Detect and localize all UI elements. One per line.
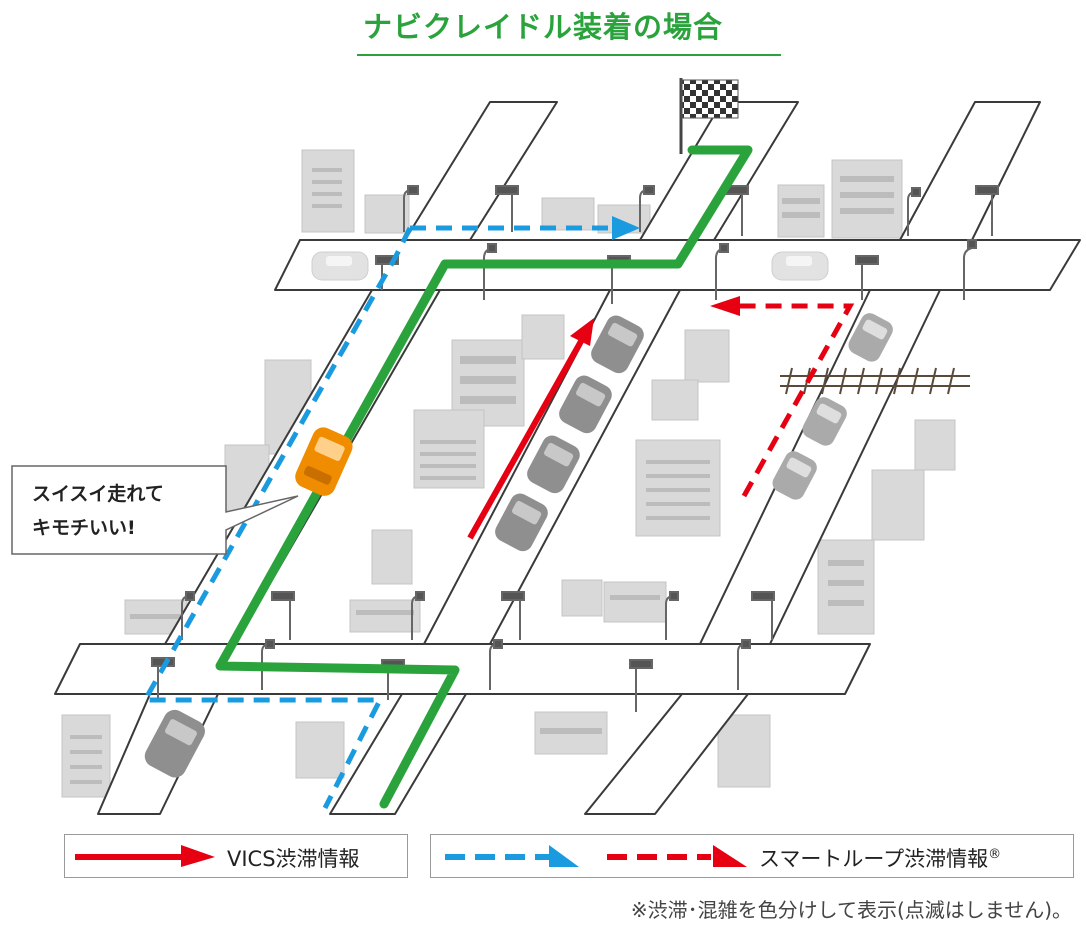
building	[521, 314, 565, 360]
traffic-light-icon	[489, 639, 503, 690]
legend-smartloop: スマートループ渋滞情報®	[430, 834, 1074, 878]
car-icon	[591, 315, 644, 374]
smartloop-legend-text: スマートループ渋滞情報	[759, 847, 989, 871]
callout-line-2: キモチいい!	[32, 517, 136, 539]
building	[61, 714, 111, 798]
railway-track	[780, 367, 970, 395]
vics-legend-swatch	[75, 845, 215, 867]
traffic-light-icon	[751, 591, 775, 640]
traffic-light-icon	[639, 185, 655, 232]
building	[914, 419, 956, 471]
traffic-light-icon	[963, 239, 977, 300]
traffic-light-icon	[855, 255, 879, 300]
building	[777, 184, 825, 238]
traffic-light-icon	[975, 185, 999, 236]
car-icon	[772, 451, 817, 500]
building	[831, 159, 903, 239]
traffic-light-icon	[403, 185, 419, 232]
car-icon	[527, 435, 580, 494]
red-dashed-arrowhead	[710, 296, 740, 316]
gray-cars	[144, 251, 893, 778]
car-icon	[559, 375, 612, 434]
building	[364, 194, 410, 234]
navigation-route	[215, 145, 753, 809]
title-underline	[357, 54, 781, 56]
building	[295, 721, 345, 779]
traffic-light-icon	[715, 243, 729, 300]
building	[301, 149, 355, 233]
congestion-red-dashed	[740, 303, 855, 498]
building	[561, 579, 603, 617]
building	[871, 469, 925, 541]
traffic-light-icon	[629, 659, 653, 712]
building	[651, 379, 699, 421]
building	[541, 197, 595, 231]
traffic-light-icon	[501, 591, 525, 640]
car-icon	[802, 397, 847, 446]
building	[349, 599, 421, 633]
car-icon	[771, 251, 829, 281]
building-windows	[70, 168, 894, 784]
road-avenue	[899, 101, 1041, 241]
building	[371, 529, 413, 585]
checkered-flag-icon	[679, 78, 739, 154]
traffic-light-icon	[271, 591, 295, 640]
building	[684, 329, 730, 383]
vics-red-arrow	[467, 334, 587, 540]
congestion-blue-dashed	[140, 225, 612, 810]
traffic-light-icon	[907, 187, 921, 236]
building	[717, 714, 771, 788]
building	[817, 539, 875, 635]
callout-line-1: スイスイ走れて	[32, 483, 164, 505]
traffic-light-icon	[737, 639, 751, 690]
car-icon	[848, 313, 893, 362]
building	[603, 581, 667, 623]
page-title: ナビクレイドル装着の場合	[362, 10, 723, 44]
smartloop-legend-swatch	[445, 845, 747, 867]
traffic-light-icon	[181, 591, 195, 640]
vics-legend-label: VICS渋滞情報	[227, 847, 360, 871]
traffic-light-icon	[483, 243, 497, 300]
traffic-lights	[151, 185, 999, 712]
traffic-light-icon	[261, 639, 275, 690]
blue-arrowhead	[612, 216, 640, 240]
traffic-light-icon	[495, 185, 519, 232]
vics-arrowhead	[570, 318, 594, 346]
footnote: ※渋滞･混雑を色分けして表示(点滅はしません)。	[630, 898, 1072, 922]
building	[413, 409, 485, 489]
traffic-light-icon	[665, 591, 679, 640]
registered-mark: ®	[988, 847, 1002, 862]
road-street	[54, 643, 871, 695]
orange-car-icon	[295, 427, 353, 496]
car-icon	[495, 493, 548, 552]
road-avenue	[404, 101, 558, 241]
smartloop-legend-label: スマートループ渋滞情報®	[759, 843, 1001, 873]
traffic-light-icon	[411, 591, 425, 640]
legend-vics: VICS渋滞情報	[64, 834, 408, 878]
buildings	[61, 149, 956, 798]
car-icon	[311, 251, 369, 281]
callout-bubble: スイスイ走れて キモチいい!	[11, 465, 299, 555]
car-icon	[144, 709, 205, 778]
road-avenue	[639, 101, 799, 241]
